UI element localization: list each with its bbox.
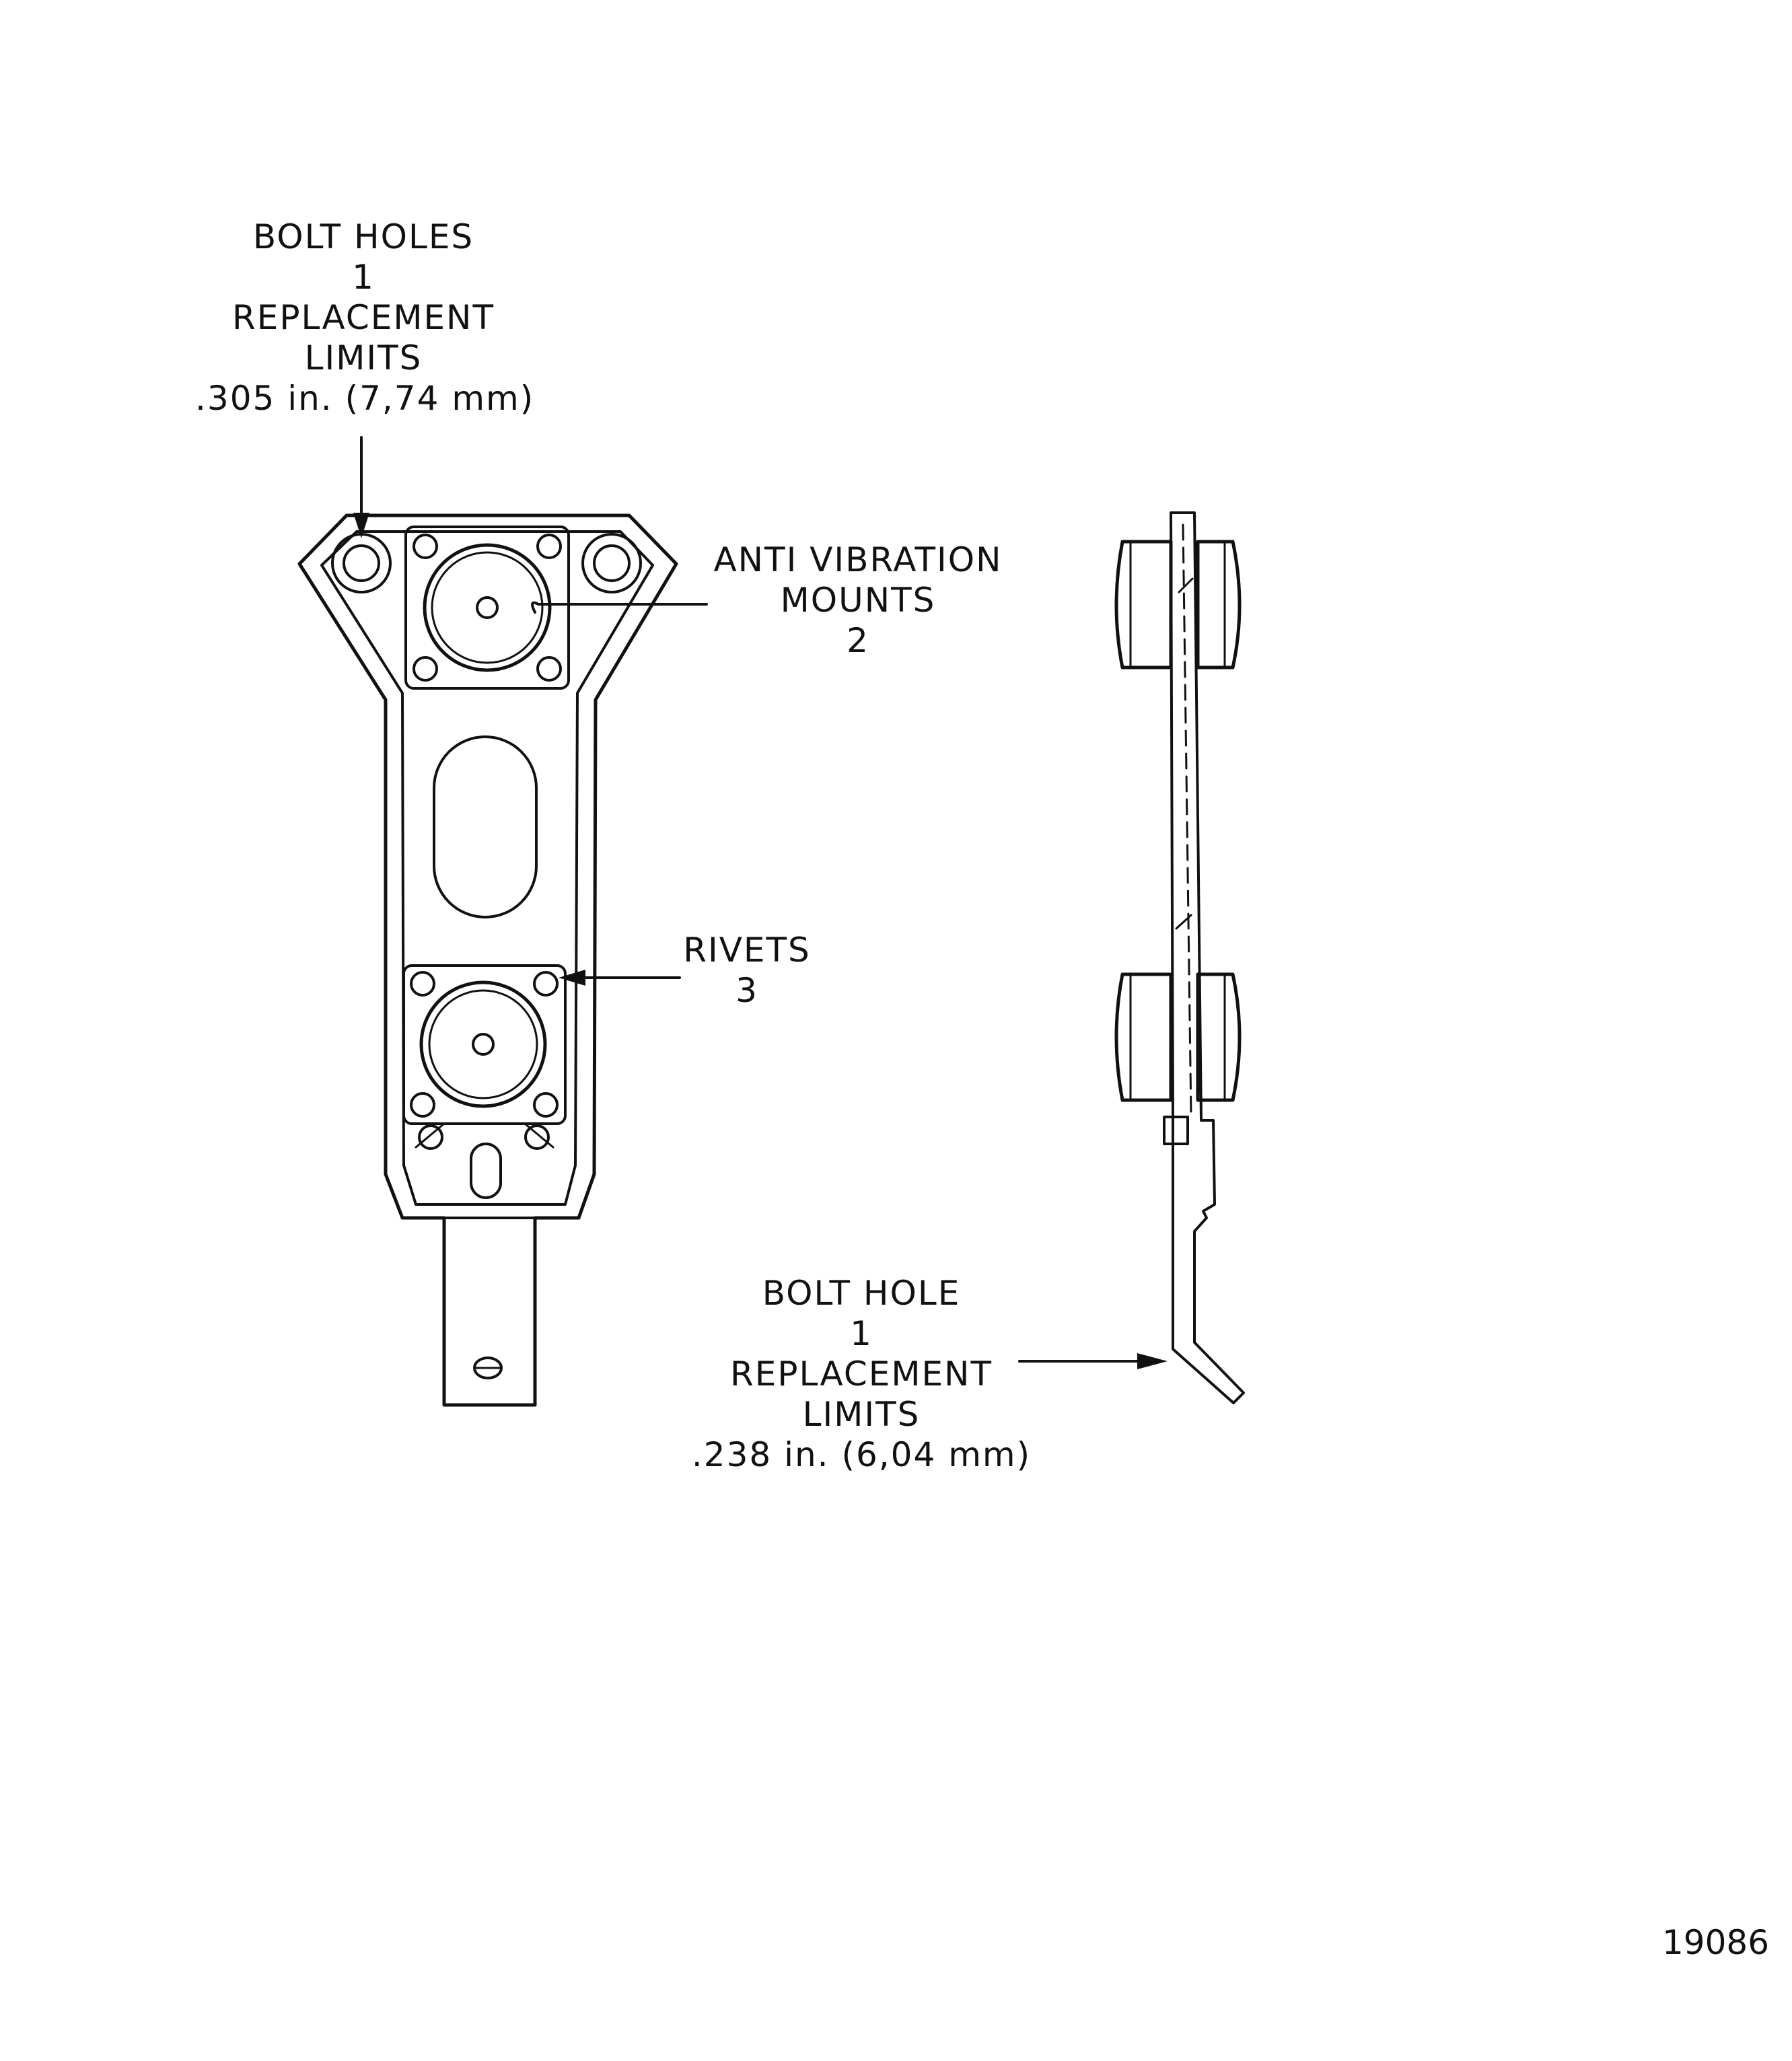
rivet-lower-2 [533,971,559,997]
bracket-inner-outline [320,530,654,1206]
side-mount-lower [1114,972,1242,1102]
callout-bolt-holes: BOLT HOLES 1 REPLACEMENT LIMITS .305 in.… [195,217,535,419]
bracket-front-view [297,513,678,1407]
rivet-lower-1 [410,971,435,997]
rivet-lower-4 [533,1092,559,1118]
leader-lines [353,436,1168,1369]
bracket-side-view [1114,511,1245,1404]
rivet-upper-1 [413,534,438,559]
callout-anti-vibration-mounts: ANTI VIBRATION MOUNTS 2 [683,540,1033,661]
callout-bolt-hole-replacement: REPLACEMENT [730,1354,993,1394]
tab-bolt-hole [473,1357,503,1379]
rivet-bottom-right [524,1124,550,1150]
callout-bolt-holes-number: 1 [352,258,375,297]
callout-rivets-title: RIVETS [683,931,811,970]
bracket-outer-outline [297,513,678,1407]
callout-anti-vibration-title: ANTI VIBRATION [713,540,1003,579]
callout-anti-vibration-mounts-word: MOUNTS [780,581,936,620]
callout-bolt-holes-value: .305 in. (7,74 mm) [195,379,535,418]
callout-bolt-holes-replacement: REPLACEMENT [232,298,495,337]
rivet-lower-3 [410,1092,435,1118]
callout-bolt-hole: BOLT HOLE 1 REPLACEMENT LIMITS .238 in. … [686,1273,1036,1475]
rivet-upper-4 [536,656,562,682]
callout-bolt-hole-value: .238 in. (6,04 mm) [691,1435,1032,1474]
callout-bolt-hole-number: 1 [850,1314,873,1353]
anti-vibration-mount-upper [404,526,570,690]
anti-vibration-mount-lower [402,964,567,1125]
bolt-hole-left [331,533,392,593]
figure-number: 19086 [1662,1923,1770,1962]
bracket-small-slot [470,1143,502,1199]
bracket-slot [433,735,538,918]
bolt-hole-right [581,533,642,593]
side-plate [1170,511,1245,1404]
callout-bolt-holes-title: BOLT HOLES [252,217,474,256]
rivet-upper-3 [413,656,438,682]
callout-anti-vibration-number: 2 [847,621,869,660]
rivet-upper-2 [536,534,562,559]
callout-bolt-hole-limits: LIMITS [802,1395,921,1434]
side-mount-upper [1114,540,1242,670]
callout-rivets: RIVETS 3 [659,930,834,1011]
callout-bolt-holes-limits: LIMITS [304,338,423,377]
rivet-bottom-left [418,1124,443,1150]
callout-rivets-number: 3 [736,971,758,1010]
callout-bolt-hole-title: BOLT HOLE [762,1274,961,1313]
